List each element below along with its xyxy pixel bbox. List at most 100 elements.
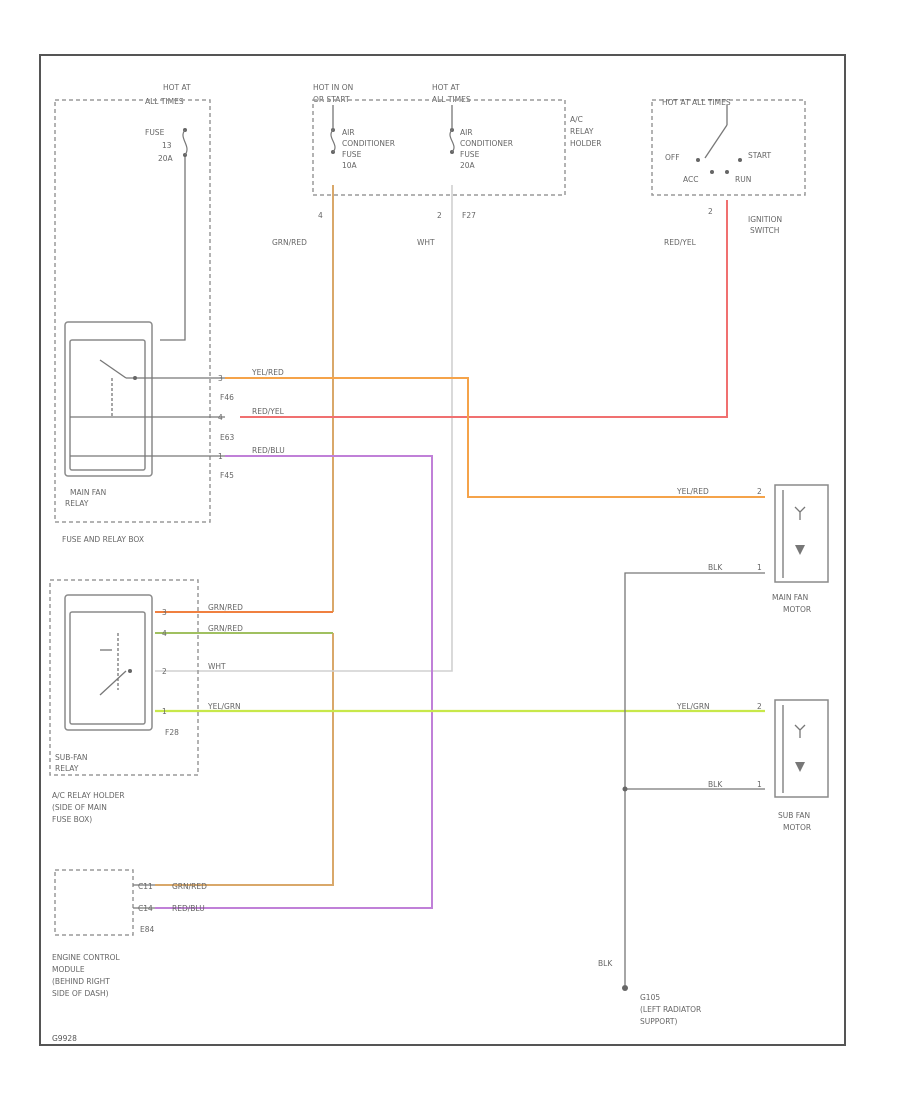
wire-wht-sub-label: WHT (208, 662, 226, 671)
ac-fuse-holder-outline (312, 99, 566, 196)
mf-pin2: 2 (757, 487, 762, 496)
sf-pin2: 2 (757, 702, 762, 711)
main-fan-relay-label-a: MAIN FAN (70, 488, 106, 497)
sub-relay-switch (99, 670, 127, 696)
sub-pin2: 2 (162, 667, 167, 676)
diagram-frame (39, 54, 846, 1046)
ecm-label-b: MODULE (52, 965, 85, 974)
wire-fuse13-to-main-relay (160, 155, 186, 341)
wire-yel-red (225, 377, 765, 498)
f46-label: F46 (220, 393, 234, 402)
ground-label-a: G105 (640, 993, 660, 1002)
wire-red-yel-ign (240, 200, 728, 418)
wire-redyel-top-label: RED/YEL (664, 238, 697, 247)
ign-contact-run (725, 170, 729, 174)
fuse-relay-box-outline (54, 99, 211, 523)
f45-label: F45 (220, 471, 234, 480)
ground-label-b: (LEFT RADIATOR (640, 1005, 701, 1014)
ac-relay-holder-label-b: (SIDE OF MAIN (52, 803, 107, 812)
wire-grnred-top-label: GRN/RED (272, 238, 307, 247)
wire-redblu-ecm-label: RED/BLU (172, 904, 205, 913)
ac-relay-holder-top-b: RELAY (570, 127, 594, 136)
ac-relay-holder-label-a: A/C RELAY HOLDER (52, 791, 125, 800)
ignition-switch-label-a: IGNITION (748, 215, 782, 224)
sub-fan-motor-body (774, 699, 829, 798)
wire-yelred-motor-label: YEL/RED (676, 487, 709, 496)
e63-label: E63 (220, 433, 235, 442)
fuse13-label-b: 13 (162, 141, 172, 150)
mf-pin1: 1 (757, 563, 762, 572)
main-relay-pin4: 4 (218, 413, 223, 422)
sub-fan-relay-label-a: SUB-FAN (55, 753, 87, 762)
ac-fuse1-symbol (330, 129, 336, 153)
fuse13-symbol (182, 129, 188, 156)
wire-blk-main-motor (624, 572, 765, 985)
ecm-label-c: (BEHIND RIGHT (52, 977, 110, 986)
sub-relay-contact-dot (128, 669, 132, 673)
ecm-label-d: SIDE OF DASH) (52, 989, 109, 998)
splice-dot (622, 786, 628, 792)
main-fan-relay-label-b: RELAY (65, 499, 89, 508)
wire-wht (155, 185, 453, 672)
wire-grnred-sub2-label: GRN/RED (208, 624, 243, 633)
wire-wht-top-label: WHT (417, 238, 435, 247)
sub-fan-motor-label-a: SUB FAN (778, 811, 810, 820)
hot-label-2b: OR START (313, 95, 350, 104)
wire-redyel-label: RED/YEL (252, 407, 285, 416)
ac-relay-holder-label-c: FUSE BOX) (52, 815, 92, 824)
ecm-outline (54, 869, 134, 936)
sub-fan-relay-label-b: RELAY (55, 764, 79, 773)
ign-contact-off (696, 158, 700, 162)
ign-acc-label: ACC (683, 175, 698, 184)
wire-yelred-label: YEL/RED (251, 368, 284, 377)
main-fan-relay-body (64, 321, 153, 477)
hot-label-1b: ALL TIMES (145, 97, 184, 106)
wire-yelgrn-motor-label: YEL/GRN (676, 702, 710, 711)
hot-label-1a: HOT AT (163, 83, 191, 92)
main-fan-motor-symbol-b (795, 545, 805, 555)
hot-label-2a: HOT IN ON (313, 83, 353, 92)
ignition-switch-label-b: SWITCH (750, 226, 779, 235)
wire-grnred-sub1-label: GRN/RED (208, 603, 243, 612)
sub-pin3: 3 (162, 608, 167, 617)
figure-id: G9928 (52, 1034, 77, 1043)
ac-fuse1-d: 10A (342, 161, 358, 170)
hot-label-3a: HOT AT (432, 83, 460, 92)
ign-contact-start (738, 158, 742, 162)
f28-label: F28 (165, 728, 179, 737)
main-fan-motor-label-a: MAIN FAN (772, 593, 808, 602)
ecm-pin-a: C11 (138, 882, 153, 891)
pin-2-ign: 2 (708, 207, 713, 216)
ign-start-label: START (748, 151, 772, 160)
main-fan-motor-symbol-a (794, 506, 806, 520)
sub-fan-relay-inner (69, 611, 146, 725)
wire-blk-gnd-label: BLK (598, 959, 613, 968)
main-relay-pin3: 3 (218, 374, 223, 383)
ground-label-c: SUPPORT) (640, 1017, 677, 1026)
e84-label: E84 (140, 925, 155, 934)
main-relay-switch (99, 359, 127, 379)
fuse-relay-box-label: FUSE AND RELAY BOX (62, 535, 144, 544)
pin-2-top: 2 (437, 211, 442, 220)
f27-label: F27 (462, 211, 476, 220)
ground-dot (622, 985, 628, 991)
wire-grnred-ecm-label: GRN/RED (172, 882, 207, 891)
sf-pin1: 1 (757, 780, 762, 789)
wire-red-blu (155, 455, 433, 909)
ecm-label-a: ENGINE CONTROL (52, 953, 121, 962)
ecm-pin-b: C14 (138, 904, 153, 913)
ac-fuse2-d: 20A (460, 161, 476, 170)
ign-contact-acc (710, 170, 714, 174)
fuse13-label-c: 20A (158, 154, 174, 163)
ignition-switch-outline (651, 99, 806, 196)
wire-blk-sf-label: BLK (708, 780, 723, 789)
wire-blk-mf-label: BLK (708, 563, 723, 572)
ignition-switch-arm (704, 124, 728, 159)
ac-fuse1-c: FUSE (342, 150, 362, 159)
pin-4-top: 4 (318, 211, 323, 220)
main-relay-pin1: 1 (218, 452, 223, 461)
sub-fan-motor-label-b: MOTOR (783, 823, 811, 832)
hot-ign-label: HOT AT ALL TIMES (662, 98, 731, 107)
sub-fan-motor-symbol-b (795, 762, 805, 772)
ign-run-label: RUN (735, 175, 751, 184)
